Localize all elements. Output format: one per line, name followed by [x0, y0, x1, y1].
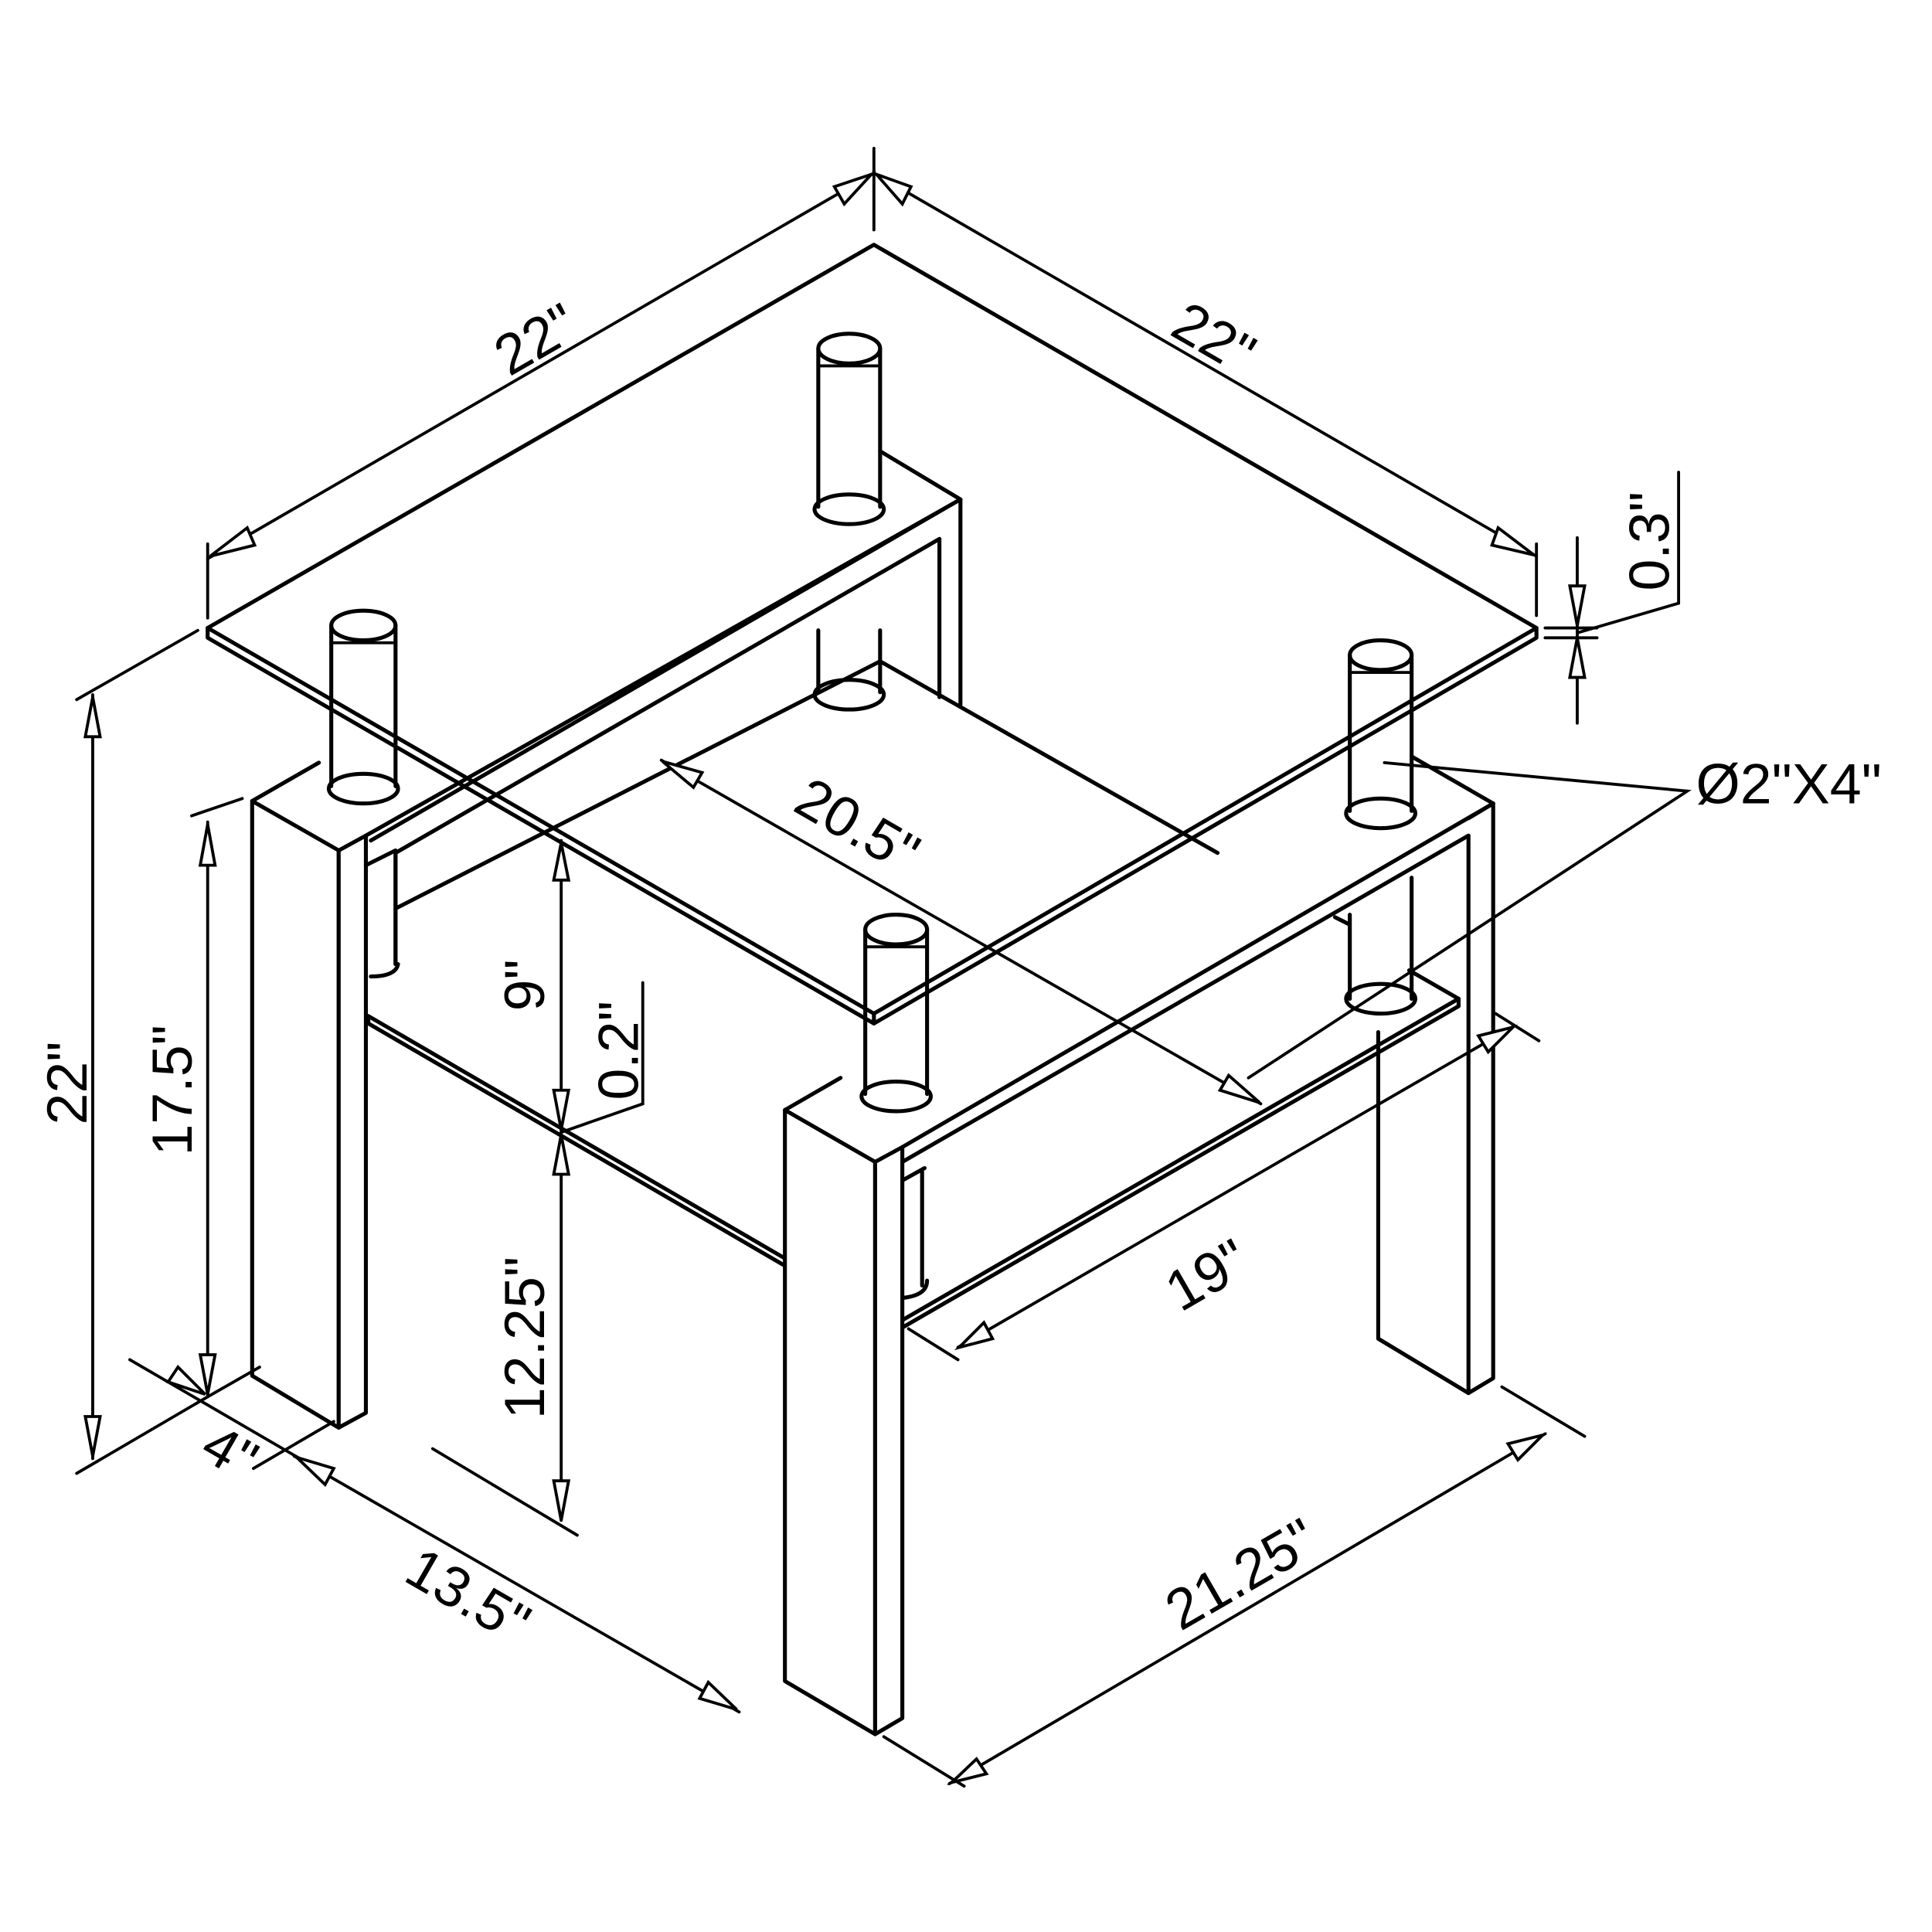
right-post [1344, 638, 1417, 1016]
label-shelf-width: 19" [1155, 1226, 1259, 1324]
label-top-width-right: 22" [1162, 289, 1267, 386]
label-shelf-height: 12.25" [492, 1257, 556, 1419]
label-overall-height: 22" [35, 1042, 99, 1125]
label-glass-top-thickness: 0.3" [1617, 492, 1681, 590]
dimension-lines [75, 147, 1692, 1788]
glass-top [206, 243, 1539, 1026]
label-leg-height: 17.5" [140, 1025, 204, 1155]
label-top-width-left: 22" [483, 291, 587, 388]
label-base-depth: 13.5" [396, 1535, 541, 1656]
label-tier-clearance: 9" [492, 959, 556, 1011]
back-post [812, 332, 886, 712]
label-post-spec: Ø2"X4" [1696, 752, 1881, 816]
front-post [859, 913, 933, 1301]
label-base-width: 21.25" [1155, 1505, 1328, 1642]
back-leg-block [369, 449, 963, 855]
lower-glass-shelf [366, 659, 1461, 1330]
label-shelf-depth: 20.5" [785, 765, 930, 886]
label-leg-thickness: 4" [192, 1411, 269, 1492]
left-post [326, 608, 400, 806]
right-leg [900, 754, 1495, 1396]
label-shelf-glass-thickness: 0.2" [586, 1001, 650, 1100]
front-leg [783, 801, 1495, 1736]
